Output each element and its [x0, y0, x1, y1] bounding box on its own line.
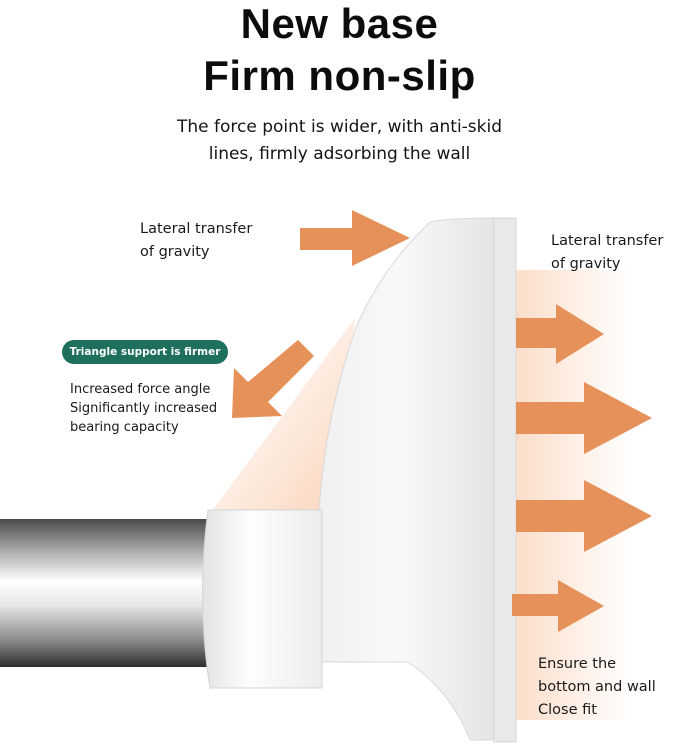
arrow-right-icon	[300, 210, 410, 266]
callout-left-mid-line-3: bearing capacity	[70, 420, 179, 435]
callout-left-mid-line-2: Significantly increased	[70, 401, 218, 416]
subtitle-line-1: The force point is wider, with anti-skid	[176, 117, 503, 137]
callout-right-bottom: Ensure the bottom and wall Close fit	[538, 653, 656, 722]
callout-right-top-line-2: of gravity	[551, 256, 621, 272]
rod-collar	[201, 509, 323, 689]
triangle-support-badge: Triangle support is firmer	[62, 340, 228, 364]
callout-left-mid-line-1: Increased force angle	[70, 382, 211, 397]
arrow-right-icon	[512, 580, 604, 632]
callout-left-top-line-1: Lateral transfer	[140, 221, 253, 237]
wall-base	[299, 217, 497, 741]
headline-line-2: Firm non-slip	[203, 52, 476, 99]
arrow-down-left-icon	[232, 340, 314, 418]
callout-left-top-line-2: of gravity	[140, 244, 210, 260]
arrow-right-icon	[516, 382, 652, 454]
subtitle-line-2: lines, firmly adsorbing the wall	[208, 144, 471, 164]
callout-right-top-line-1: Lateral transfer	[551, 233, 664, 249]
headline-line-1: New base	[240, 0, 439, 47]
callout-right-bottom-line-2: bottom and wall	[538, 679, 656, 695]
base-plate	[493, 217, 517, 743]
callout-right-top: Lateral transfer of gravity	[551, 230, 663, 276]
callout-right-bottom-line-1: Ensure the	[538, 656, 617, 672]
arrow-right-icon	[516, 304, 604, 364]
metal-rod	[0, 519, 220, 667]
triangle-support-glow	[205, 318, 355, 520]
callout-left-top: Lateral transfer of gravity	[140, 218, 252, 264]
arrow-right-icon	[516, 480, 652, 552]
callout-left-mid: Increased force angle Significantly incr…	[70, 380, 217, 437]
callout-right-bottom-line-3: Close fit	[538, 702, 597, 718]
